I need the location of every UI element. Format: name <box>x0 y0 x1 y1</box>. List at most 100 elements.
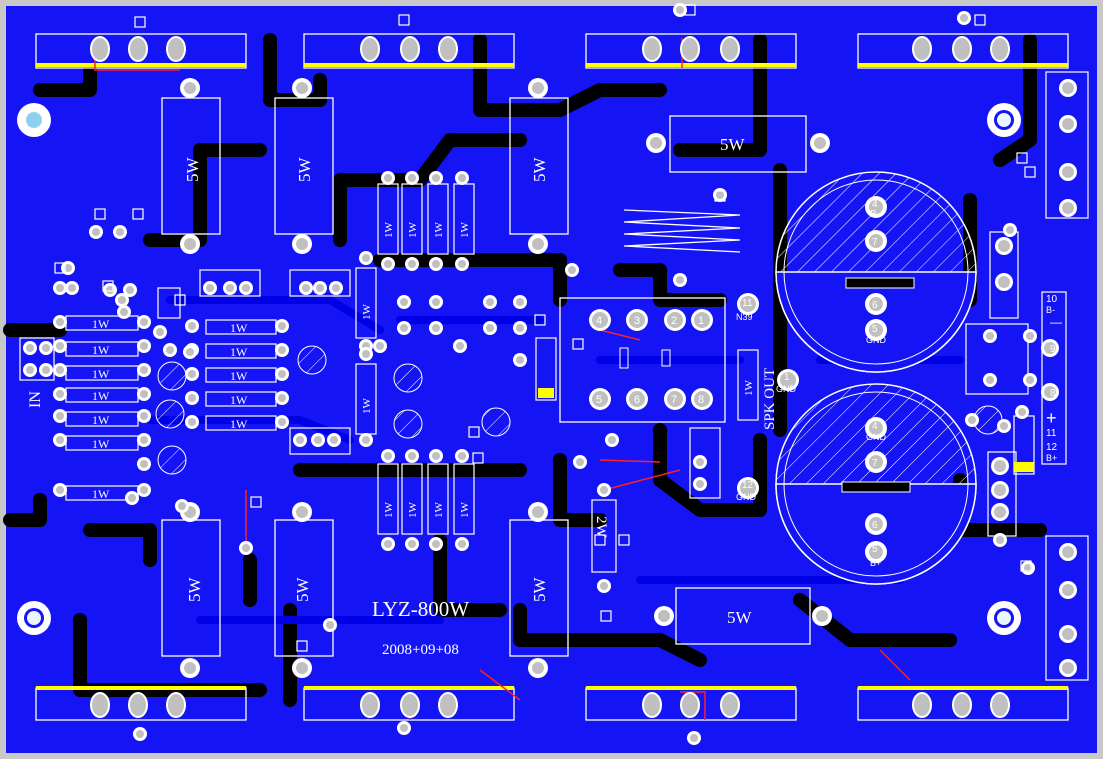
power-transistor-pad <box>990 692 1010 718</box>
component-pad-hole <box>106 286 114 294</box>
cap-lower-gnd: GND <box>866 432 887 442</box>
resistor-label-5w-6: 5W <box>293 577 312 603</box>
component-pad-hole <box>56 412 64 420</box>
relay-pad-hole <box>667 312 683 328</box>
resistor-label-1w: 1W <box>361 398 373 415</box>
power-transistor-pad <box>912 36 932 62</box>
component-pad-hole <box>68 284 76 292</box>
component-pad-hole <box>120 308 128 316</box>
resistor-label-1w: 1W <box>230 369 248 383</box>
component-pad-hole <box>960 14 968 22</box>
diode-marker <box>538 388 554 398</box>
capacitor-pad-hole <box>869 323 883 337</box>
resistor-label-5w-8: 5W <box>727 608 753 627</box>
via <box>974 14 986 26</box>
component-pad-hole <box>600 486 608 494</box>
minus-sign: — <box>1050 315 1062 329</box>
power-resistor-pad-hole <box>296 662 308 674</box>
via <box>534 314 546 326</box>
via <box>250 496 262 508</box>
cap-upper-pin5: 5 <box>872 324 878 335</box>
component-pad-hole <box>206 284 214 292</box>
via <box>398 14 410 26</box>
connector-pad-hole <box>1044 386 1056 398</box>
small-transistors <box>155 345 1003 475</box>
n39-name: N39 <box>736 312 753 322</box>
connector-pad-hole <box>1062 546 1074 558</box>
terminal-pad-hole <box>994 484 1006 496</box>
component-pad-hole <box>400 724 408 732</box>
component-pad-hole <box>136 730 144 738</box>
connector-pad-hole <box>1062 628 1074 640</box>
component-pad-hole <box>400 324 408 332</box>
power-resistor-pad-hole <box>814 137 826 149</box>
component-pad-hole <box>278 370 286 378</box>
power-transistor-pad <box>952 36 972 62</box>
resistor-label-5w-3: 5W <box>530 157 549 183</box>
component-pad-hole <box>56 342 64 350</box>
component-pad-hole <box>140 486 148 494</box>
component-pad-hole <box>458 452 466 460</box>
power-transistor-pad <box>952 692 972 718</box>
relay-pin-1: 1 <box>698 315 704 327</box>
component-pad-hole <box>242 284 250 292</box>
component-pad-hole <box>690 734 698 742</box>
component-pad-hole <box>56 366 64 374</box>
component-pad-hole <box>140 412 148 420</box>
resistor-label-5w-4: 5W <box>720 135 746 154</box>
power-resistor-pad-hole <box>658 610 670 622</box>
conn-pin-10: 10 <box>1046 294 1058 305</box>
component-pad-hole <box>42 344 50 352</box>
component-pad-hole <box>384 260 392 268</box>
component-pad-hole <box>432 298 440 306</box>
power-resistor-pad-hole <box>184 238 196 250</box>
resistor-label-1w: 1W <box>92 343 110 357</box>
component-pad-hole <box>576 458 584 466</box>
capacitor-pad-hole <box>869 545 883 559</box>
relay-pin-4: 4 <box>596 315 602 327</box>
resistor-label-1w: 1W <box>92 389 110 403</box>
power-transistor-pad <box>720 36 740 62</box>
power-transistor-pad <box>360 692 380 718</box>
component-pad-hole <box>568 266 576 274</box>
component-pad-hole <box>140 318 148 326</box>
power-transistor-pad <box>720 692 740 718</box>
relay-pad-hole <box>592 391 608 407</box>
power-resistor-pad-hole <box>532 662 544 674</box>
component-pad-hole <box>696 458 704 466</box>
resistor-label-1w: 1W <box>92 413 110 427</box>
resistor-label-1w: 1W <box>383 222 395 239</box>
resistor-label-1w: 1W <box>230 345 248 359</box>
board-date: 2008+09+08 <box>382 642 459 658</box>
via <box>296 640 308 652</box>
component-pad-hole <box>56 318 64 326</box>
power-resistor-pad-hole <box>296 82 308 94</box>
component-pad-hole <box>362 350 370 358</box>
power-transistor-pad <box>360 36 380 62</box>
component-pad-hole <box>408 174 416 182</box>
connector-pad-hole <box>1062 662 1074 674</box>
component-pad-hole <box>278 322 286 330</box>
relay-pad-hole <box>780 372 796 388</box>
power-resistor-pad-hole <box>184 82 196 94</box>
component-pad-hole <box>458 540 466 548</box>
capacitor-pad-hole <box>869 297 883 311</box>
component-pad-hole <box>432 540 440 548</box>
connector-pad-hole <box>1062 584 1074 596</box>
component-pad-hole <box>178 502 186 510</box>
cap-upper-pin4: 4 <box>872 199 878 210</box>
component-pad-hole <box>118 296 126 304</box>
via <box>174 294 186 306</box>
component-pad-hole <box>316 284 324 292</box>
relay-pad-hole <box>667 391 683 407</box>
component-pad-hole <box>986 332 994 340</box>
component-pad-hole <box>56 486 64 494</box>
power-transistor-pad <box>90 692 110 718</box>
power-resistor-pad-hole <box>296 506 308 518</box>
red-jumpers <box>94 38 911 720</box>
resistor-label-1w: 1W <box>407 502 419 519</box>
component-pad-hole <box>432 324 440 332</box>
component-pad-hole <box>362 254 370 262</box>
relay-pin-2: 2 <box>671 315 677 327</box>
